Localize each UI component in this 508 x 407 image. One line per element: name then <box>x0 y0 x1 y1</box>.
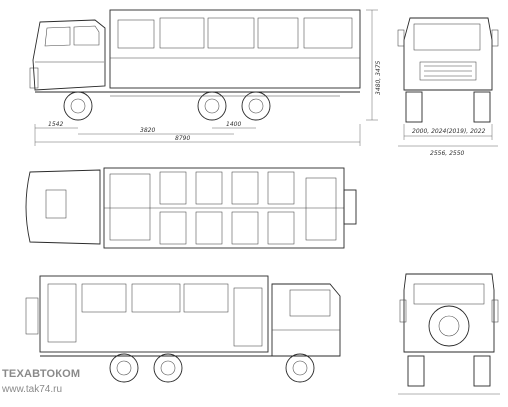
dim-overall-width: 2556, 2550 <box>430 150 465 157</box>
front-view: 2000, 2024(2019), 2022 2556, 2550 <box>397 17 499 157</box>
dim-wheelbase: 3820 <box>140 127 155 134</box>
side-view-left: 1542 3820 1400 8790 3480, 3475 <box>29 9 382 146</box>
dim-rear-axles: 1400 <box>226 121 241 128</box>
top-view <box>25 167 357 249</box>
dim-track: 2000, 2024(2019), 2022 <box>412 128 486 135</box>
watermark-brand: ТЕХАВТОКОМ <box>2 368 81 380</box>
rear-view <box>398 273 500 395</box>
dim-front-overhang: 1542 <box>48 121 63 128</box>
dim-height: 3480, 3475 <box>375 60 382 95</box>
side-view-right <box>25 275 341 383</box>
dim-overall-length: 8790 <box>175 135 190 142</box>
watermark-url: www.tak74.ru <box>2 384 63 395</box>
